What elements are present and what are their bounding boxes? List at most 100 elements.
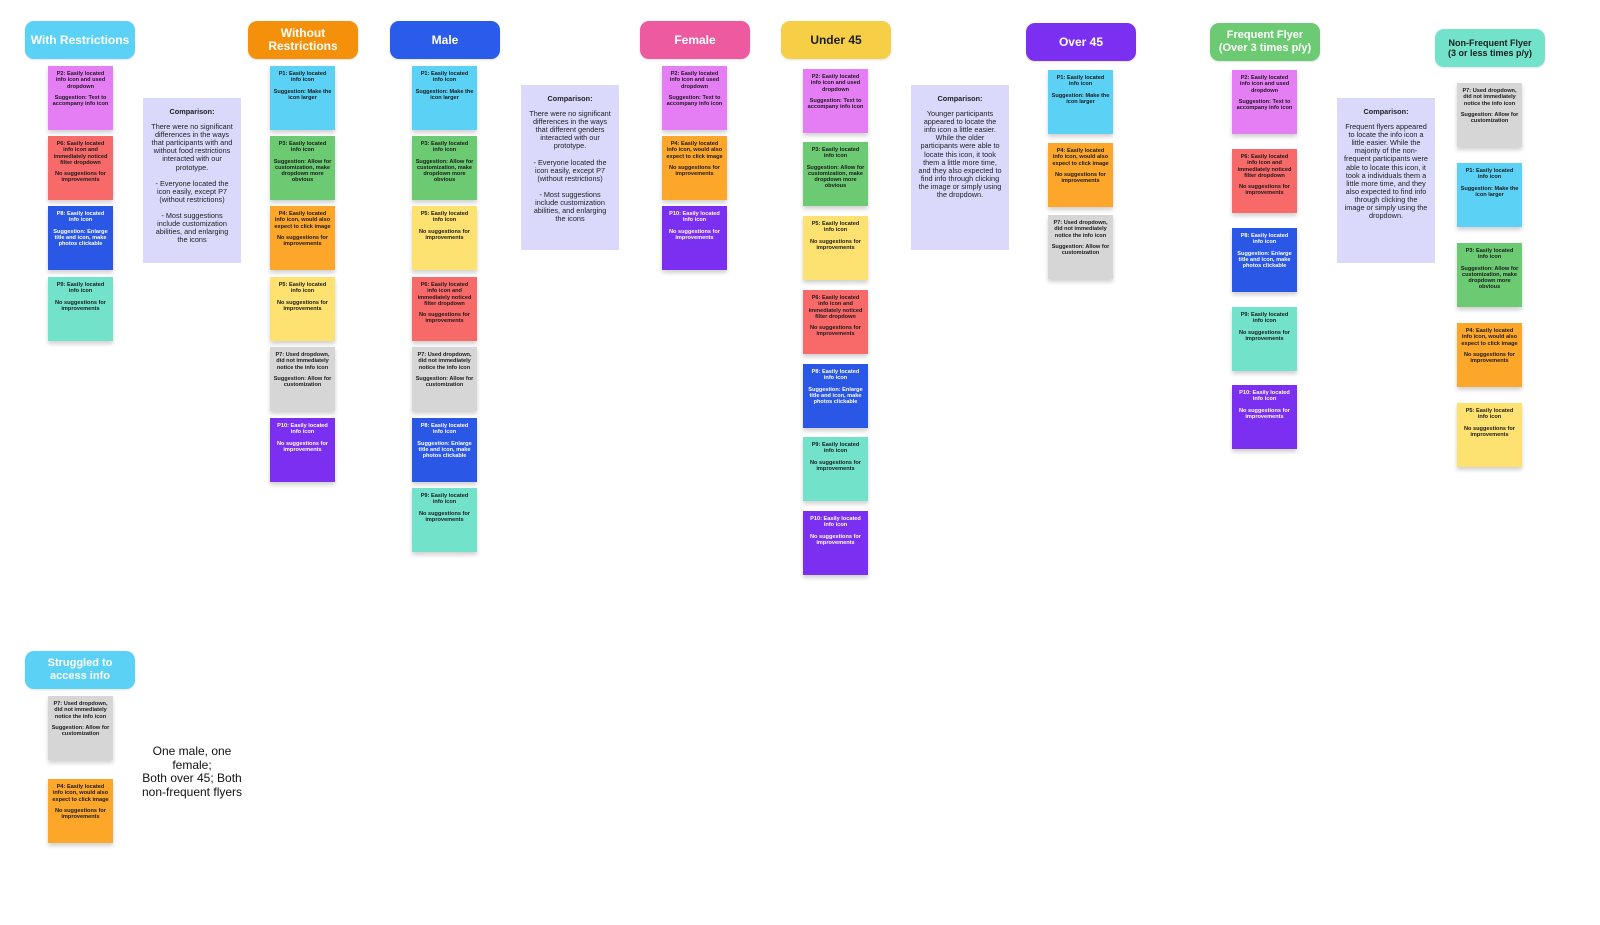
note-suggestion: Suggestion: Allow for customization [1051, 243, 1110, 257]
note-suggestion: Suggestion: Make the icon larger [1051, 92, 1110, 105]
note-suggestion: No suggestions for improvements [419, 510, 470, 523]
note-finding: P8: Easily located info icon [1240, 233, 1289, 246]
note-suggestion: No suggestions for improvements [1055, 171, 1106, 185]
note-finding: P1: Easily located info icon [1465, 168, 1514, 181]
note-suggestion: Suggestion: Enlarge title and icon, make… [808, 386, 863, 406]
sticky-note-p6: P6: Easily located info icon and immedia… [1232, 149, 1297, 213]
sticky-note-p6: P6: Easily located info icon and immedia… [803, 290, 868, 354]
struggled-summary-text: One male, one female; Both over 45; Both… [141, 744, 243, 799]
note-finding: P10: Easily located info icon [810, 516, 861, 529]
note-finding: P4: Easily located info icon, would also… [1052, 148, 1109, 167]
note-suggestion: No suggestions for improvements [810, 325, 861, 338]
note-suggestion: Suggestion: Allow for customization, mak… [806, 164, 865, 190]
sticky-note-p4: P4: Easily located info icon, would also… [1457, 323, 1522, 387]
note-finding: P2: Easily located info icon and used dr… [55, 71, 106, 90]
note-suggestion: No suggestions for improvements [1239, 184, 1290, 197]
comparison-gender: Comparison:There were no significant dif… [521, 85, 619, 250]
note-suggestion: Suggestion: Text to accompany info icon [1236, 98, 1293, 112]
note-suggestion: No suggestions for improvements [1239, 329, 1290, 342]
note-finding: P7: Used dropdown, did not immediately n… [1462, 88, 1517, 107]
header-frequent-flyer: Frequent Flyer (Over 3 times p/y) [1210, 23, 1320, 61]
sticky-note-p5: P5: Easily located info icon No suggestio… [803, 216, 868, 280]
sticky-note-p2: P2: Easily located info icon and used dr… [803, 69, 868, 133]
note-suggestion: Suggestion: Make the icon larger [273, 88, 332, 101]
note-suggestion: Suggestion: Allow for customization, mak… [1460, 265, 1519, 291]
note-finding: P2: Easily located info icon and used dr… [1239, 75, 1290, 94]
note-finding: P8: Easily located info icon [811, 369, 860, 382]
note-suggestion: Suggestion: Make the icon larger [1460, 185, 1519, 198]
note-finding: P9: Easily located info icon [56, 282, 105, 295]
comparison-title: Comparison: [1363, 107, 1409, 116]
note-suggestion: Suggestion: Allow for customization [51, 724, 110, 738]
header-with-restrictions: With Restrictions [25, 21, 135, 59]
note-finding: P1: Easily located info icon [1056, 75, 1105, 88]
header-without-restrictions: Without Restrictions [248, 21, 358, 59]
comparison-age: Comparison:Younger participants appeared… [911, 85, 1009, 250]
note-suggestion: Suggestion: Enlarge title and icon, make… [1237, 250, 1292, 270]
note-suggestion: No suggestions for improvements [810, 238, 861, 251]
sticky-note-p6: P6: Easily located info icon and immedia… [48, 136, 113, 200]
sticky-note-p4: P4: Easily located info icon, would also… [270, 206, 335, 270]
note-suggestion: No suggestions for improvements [810, 459, 861, 472]
sticky-note-p7: P7: Used dropdown, did not immediately n… [1457, 83, 1522, 147]
note-finding: P9: Easily located info icon [811, 442, 860, 455]
note-finding: P6: Easily located info icon and immedia… [808, 295, 863, 320]
note-finding: P10: Easily located info icon [1239, 390, 1290, 403]
note-finding: P6: Easily located info icon and immedia… [417, 282, 472, 307]
comparison-flyer: Comparison: Frequent flyers appeared to l… [1337, 98, 1435, 263]
note-suggestion: No suggestions for improvements [1464, 425, 1515, 438]
note-finding: P5: Easily located info icon [811, 221, 860, 234]
note-finding: P4: Easily located info icon, would also… [52, 784, 109, 803]
comparison-body: There were no significant differences in… [529, 109, 611, 224]
note-finding: P6: Easily located info icon and immedia… [1237, 154, 1292, 179]
note-finding: P5: Easily located info icon [278, 282, 327, 295]
comparison-body: Frequent flyers appeared to locate the i… [1344, 122, 1428, 221]
note-finding: P3: Easily located info icon [811, 147, 860, 160]
note-suggestion: No suggestions for improvements [55, 171, 106, 184]
header-female: Female [640, 21, 750, 59]
note-suggestion: Suggestion: Allow for customization [273, 375, 332, 389]
note-suggestion: Suggestion: Text to accompany info icon [52, 94, 109, 108]
note-suggestion: Suggestion: Make the icon larger [415, 88, 474, 101]
note-finding: P1: Easily located info icon [278, 71, 327, 84]
sticky-note-p7: P7: Used dropdown, did not immediately n… [412, 347, 477, 411]
note-finding: P4: Easily located info icon, would also… [1461, 328, 1518, 347]
note-finding: P3: Easily located info icon [420, 141, 469, 154]
note-suggestion: Suggestion: Enlarge title and icon, make… [417, 440, 472, 460]
note-suggestion: No suggestions for improvements [669, 164, 720, 178]
note-suggestion: No suggestions for improvements [55, 299, 106, 312]
note-finding: P3: Easily located info icon [278, 141, 327, 154]
note-finding: P7: Used dropdown, did not immediately n… [275, 352, 330, 371]
header-struggled: Struggled to access info [25, 651, 135, 689]
note-finding: P4: Easily located info icon, would also… [274, 211, 331, 230]
note-finding: P5: Easily located info icon [420, 211, 469, 224]
note-suggestion: Suggestion: Allow for customization, mak… [273, 158, 332, 184]
header-male: Male [390, 21, 500, 59]
comparison-body: Younger participants appeared to locate … [918, 109, 1002, 200]
note-finding: P8: Easily located info icon [56, 211, 105, 224]
note-suggestion: No suggestions for improvements [1464, 351, 1515, 365]
note-finding: P10: Easily located info icon [669, 211, 720, 224]
sticky-note-p2: P2: Easily located info icon and used dr… [48, 66, 113, 130]
note-finding: P2: Easily located info icon and used dr… [810, 74, 861, 93]
note-suggestion: Suggestion: Allow for customization [1460, 111, 1519, 125]
note-suggestion: No suggestions for improvements [55, 807, 106, 821]
note-suggestion: No suggestions for improvements [810, 533, 861, 546]
note-suggestion: Suggestion: Allow for customization [415, 375, 474, 389]
note-suggestion: No suggestions for improvements [419, 312, 470, 325]
note-suggestion: No suggestions for improvements [277, 234, 328, 248]
